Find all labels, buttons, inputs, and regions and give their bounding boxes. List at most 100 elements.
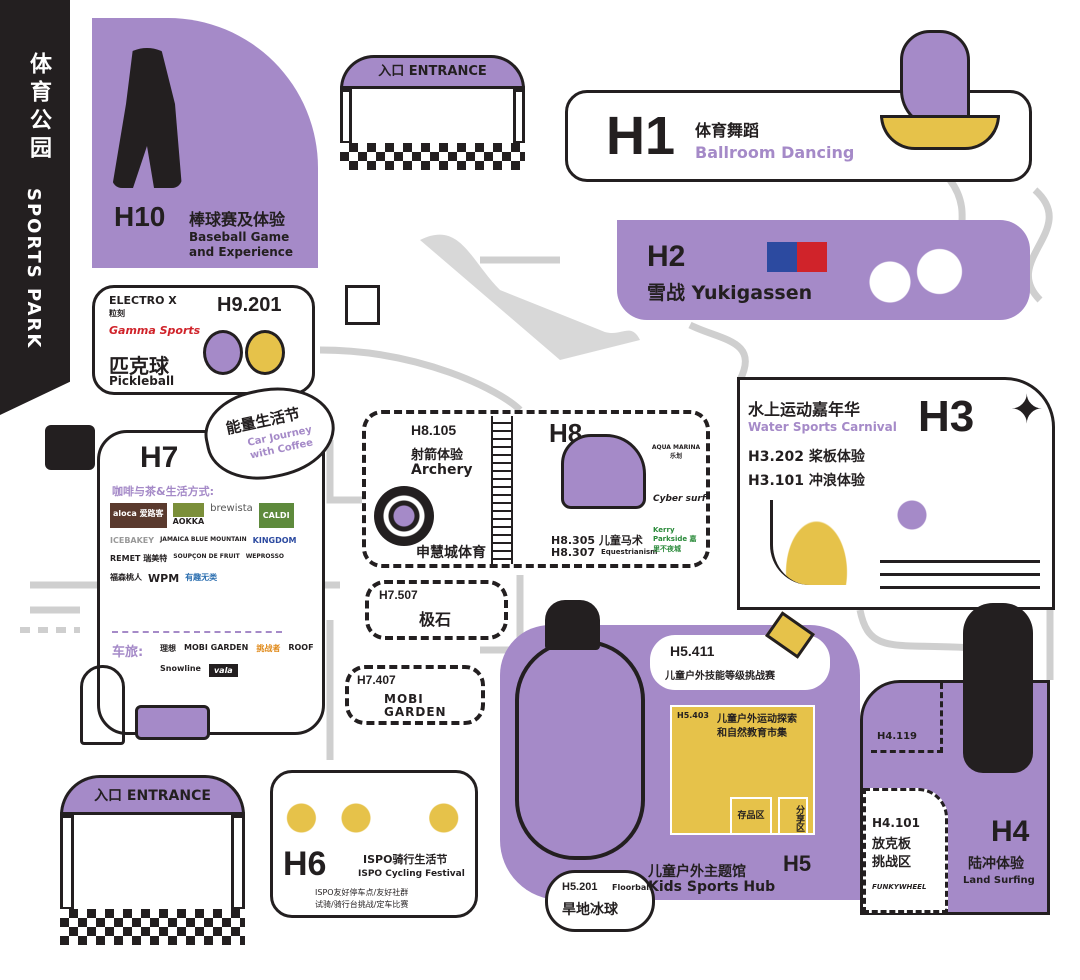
zone-code: H2 [647, 240, 686, 273]
yukigassen-logo [767, 242, 827, 272]
dragon-boat-icon [420, 234, 640, 360]
entrance-bottom[interactable]: 入口 ENTRANCE [60, 775, 245, 945]
zone-code: H1 [606, 106, 676, 166]
baseball-player-icon [112, 48, 182, 188]
car-section-label: 车旅: [112, 645, 144, 660]
zone-name-2: 和自然教育市集 [717, 728, 787, 739]
zone-h7[interactable]: H7 咖啡与茶&生活方式: aloca 爱路客 AOKKA brewista C… [97, 430, 325, 735]
archery-cn: 射箭体验 [411, 448, 464, 463]
fence-icon [491, 416, 513, 564]
share-area[interactable]: 分享区 [778, 797, 808, 835]
equestrian-code: H8.305 儿童马术 [551, 534, 643, 547]
dancer-icon [900, 30, 970, 130]
zone-desc: ISPO友好停车点/友好社群 [315, 888, 409, 897]
brand-logo: 粒刻 [109, 309, 125, 318]
zone-name-cn: 棒球赛及体验 [189, 210, 286, 229]
zone-code: H9.201 [217, 294, 282, 316]
store-area[interactable]: 存品区 [730, 797, 772, 835]
brand-logo: KINGDOM [252, 536, 297, 545]
zone-code: H6 [283, 845, 327, 883]
zone-code: H3 [918, 392, 975, 441]
zone-name-en: Land Surfing [963, 875, 1035, 886]
hockey-player-icon [545, 600, 600, 650]
zone-name-cn: 陆冲体验 [968, 856, 1024, 872]
zone-name-en: Floorball [612, 883, 652, 892]
zone-name: 放克板 [872, 837, 912, 852]
zone-code: H7.407 [357, 673, 396, 687]
brand-logo: Cyber surf [653, 494, 706, 504]
zone-name-cn: 匹克球 [109, 354, 169, 378]
brand-logo: brewista [210, 503, 253, 514]
checker-floor [60, 909, 245, 945]
target-icon [374, 486, 434, 546]
ribbon-icon [880, 115, 1000, 150]
entrance-top[interactable]: 入口 ENTRANCE [340, 55, 525, 170]
brand-logo: SOUPÇON DE FRUIT [173, 553, 240, 560]
zone-h7-507[interactable]: H7.507 极石 [365, 580, 508, 640]
h5-403-panel[interactable]: H5.403 儿童户外运动探索 和自然教育市集 存品区 分享区 [670, 705, 815, 835]
zone-code: H4 [991, 815, 1030, 848]
car-icon [135, 705, 210, 740]
signpost-icon [345, 285, 380, 325]
zone-code: H4.101 [872, 816, 920, 830]
brand-logo: 理想 [160, 644, 176, 653]
brand-logo: Gamma Sports [109, 324, 201, 337]
banner-title-cn: 体育公园 [26, 52, 51, 164]
zone-h9-201[interactable]: ELECTRO X 粒刻 Gamma Sports H9.201 匹克球 Pic… [92, 285, 315, 395]
zone-name-en: Pickleball [109, 374, 175, 388]
skater-icon [963, 603, 1033, 773]
sparkle-icon: ✦ [1010, 387, 1044, 433]
brand-logo: JAMAICA BLUE MOUNTAIN [160, 536, 247, 543]
checker-floor [340, 143, 525, 170]
rink-icon [515, 640, 645, 860]
zone-h8[interactable]: H8.105 射箭体验 Archery 申慧城体育 H8 H8.305 儿童马术… [362, 410, 710, 568]
brand-logo: aloca 爱路客 [110, 503, 167, 528]
h4-119-area[interactable]: H4.119 [871, 683, 943, 753]
brand-logo: MOBI GARDEN [384, 692, 447, 719]
divider [112, 631, 282, 633]
coffee-section-label: 咖啡与茶&生活方式: [112, 485, 214, 498]
brand-logo: 挑战者 [256, 644, 281, 653]
zone-code: H5 [783, 851, 812, 876]
paddle-icon [203, 330, 243, 375]
zone-h5[interactable]: H5.411 儿童户外技能等级挑战赛 H5.403 儿童户外运动探索 和自然教育… [500, 625, 860, 900]
entrance-sign: 入口 ENTRANCE [60, 775, 245, 815]
brand-logo: Kerry Parkside 嘉里不夜城 [653, 526, 697, 553]
brand-logo: vala [208, 664, 238, 677]
equestrian-code-2: H8.307 [551, 546, 595, 559]
zone-h3[interactable]: 水上运动嘉年华 Water Sports Carnival H3 H3.202 … [737, 377, 1055, 610]
h5-201-bubble[interactable]: H5.201 Floorball 旱地冰球 [545, 870, 655, 932]
zone-name-en: Kids Sports Hub [648, 879, 776, 895]
brand-logo: AOKKA [172, 503, 205, 528]
zone-name-en: Ballroom Dancing [695, 143, 855, 162]
zone-h7-407[interactable]: H7.407 MOBI GARDEN [345, 665, 485, 725]
brand-logo: Snowline [160, 664, 201, 673]
paddle-icon [245, 330, 285, 375]
zone-name-en: ISPO Cycling Festival [358, 869, 465, 879]
zone-h2[interactable]: H2 雪战 Yukigassen [617, 220, 1030, 320]
brand-logo: 有趣无类 [185, 573, 218, 582]
zone-code: H5.403 [677, 711, 709, 720]
snowball-icon [857, 240, 967, 310]
surfer-icon [770, 500, 860, 585]
coffee-brand-list: aloca 爱路客 AOKKA brewista CALDI ICEBAKEY … [110, 503, 315, 585]
cyclist-icon [278, 773, 473, 833]
zone-name-2: 挑战区 [872, 855, 912, 870]
equestrian-en: Equestrianism [601, 548, 658, 556]
brand-logo: ELECTRO X [109, 294, 177, 307]
zone-h4[interactable]: H4.119 H4.101 放克板 挑战区 FUNKYWHEEL H4 陆冲体验… [860, 603, 1050, 915]
entrance-sign: 入口 ENTRANCE [340, 55, 525, 89]
zone-code: H5.201 [562, 881, 598, 893]
zone-h6[interactable]: H6 ISPO骑行生活节 ISPO Cycling Festival ISPO友… [270, 770, 478, 918]
zone-h10[interactable]: H10 棒球赛及体验 Baseball Game and Experience [92, 18, 318, 268]
palm-tree-icon [880, 490, 1040, 590]
tree-icon [80, 665, 125, 745]
archery-code: H8.105 [411, 422, 457, 438]
brand-logo: WPM [148, 572, 180, 585]
cake-icon [45, 425, 95, 470]
brand-logo: 极石 [419, 610, 452, 629]
zone-name-cn: 体育舞蹈 [695, 121, 760, 140]
h4-101-area[interactable]: H4.101 放克板 挑战区 FUNKYWHEEL [863, 788, 948, 913]
brand-logo: AQUA MARINA 乐划 [651, 444, 701, 460]
zone-name-cn: 儿童户外主题馆 [648, 864, 746, 880]
